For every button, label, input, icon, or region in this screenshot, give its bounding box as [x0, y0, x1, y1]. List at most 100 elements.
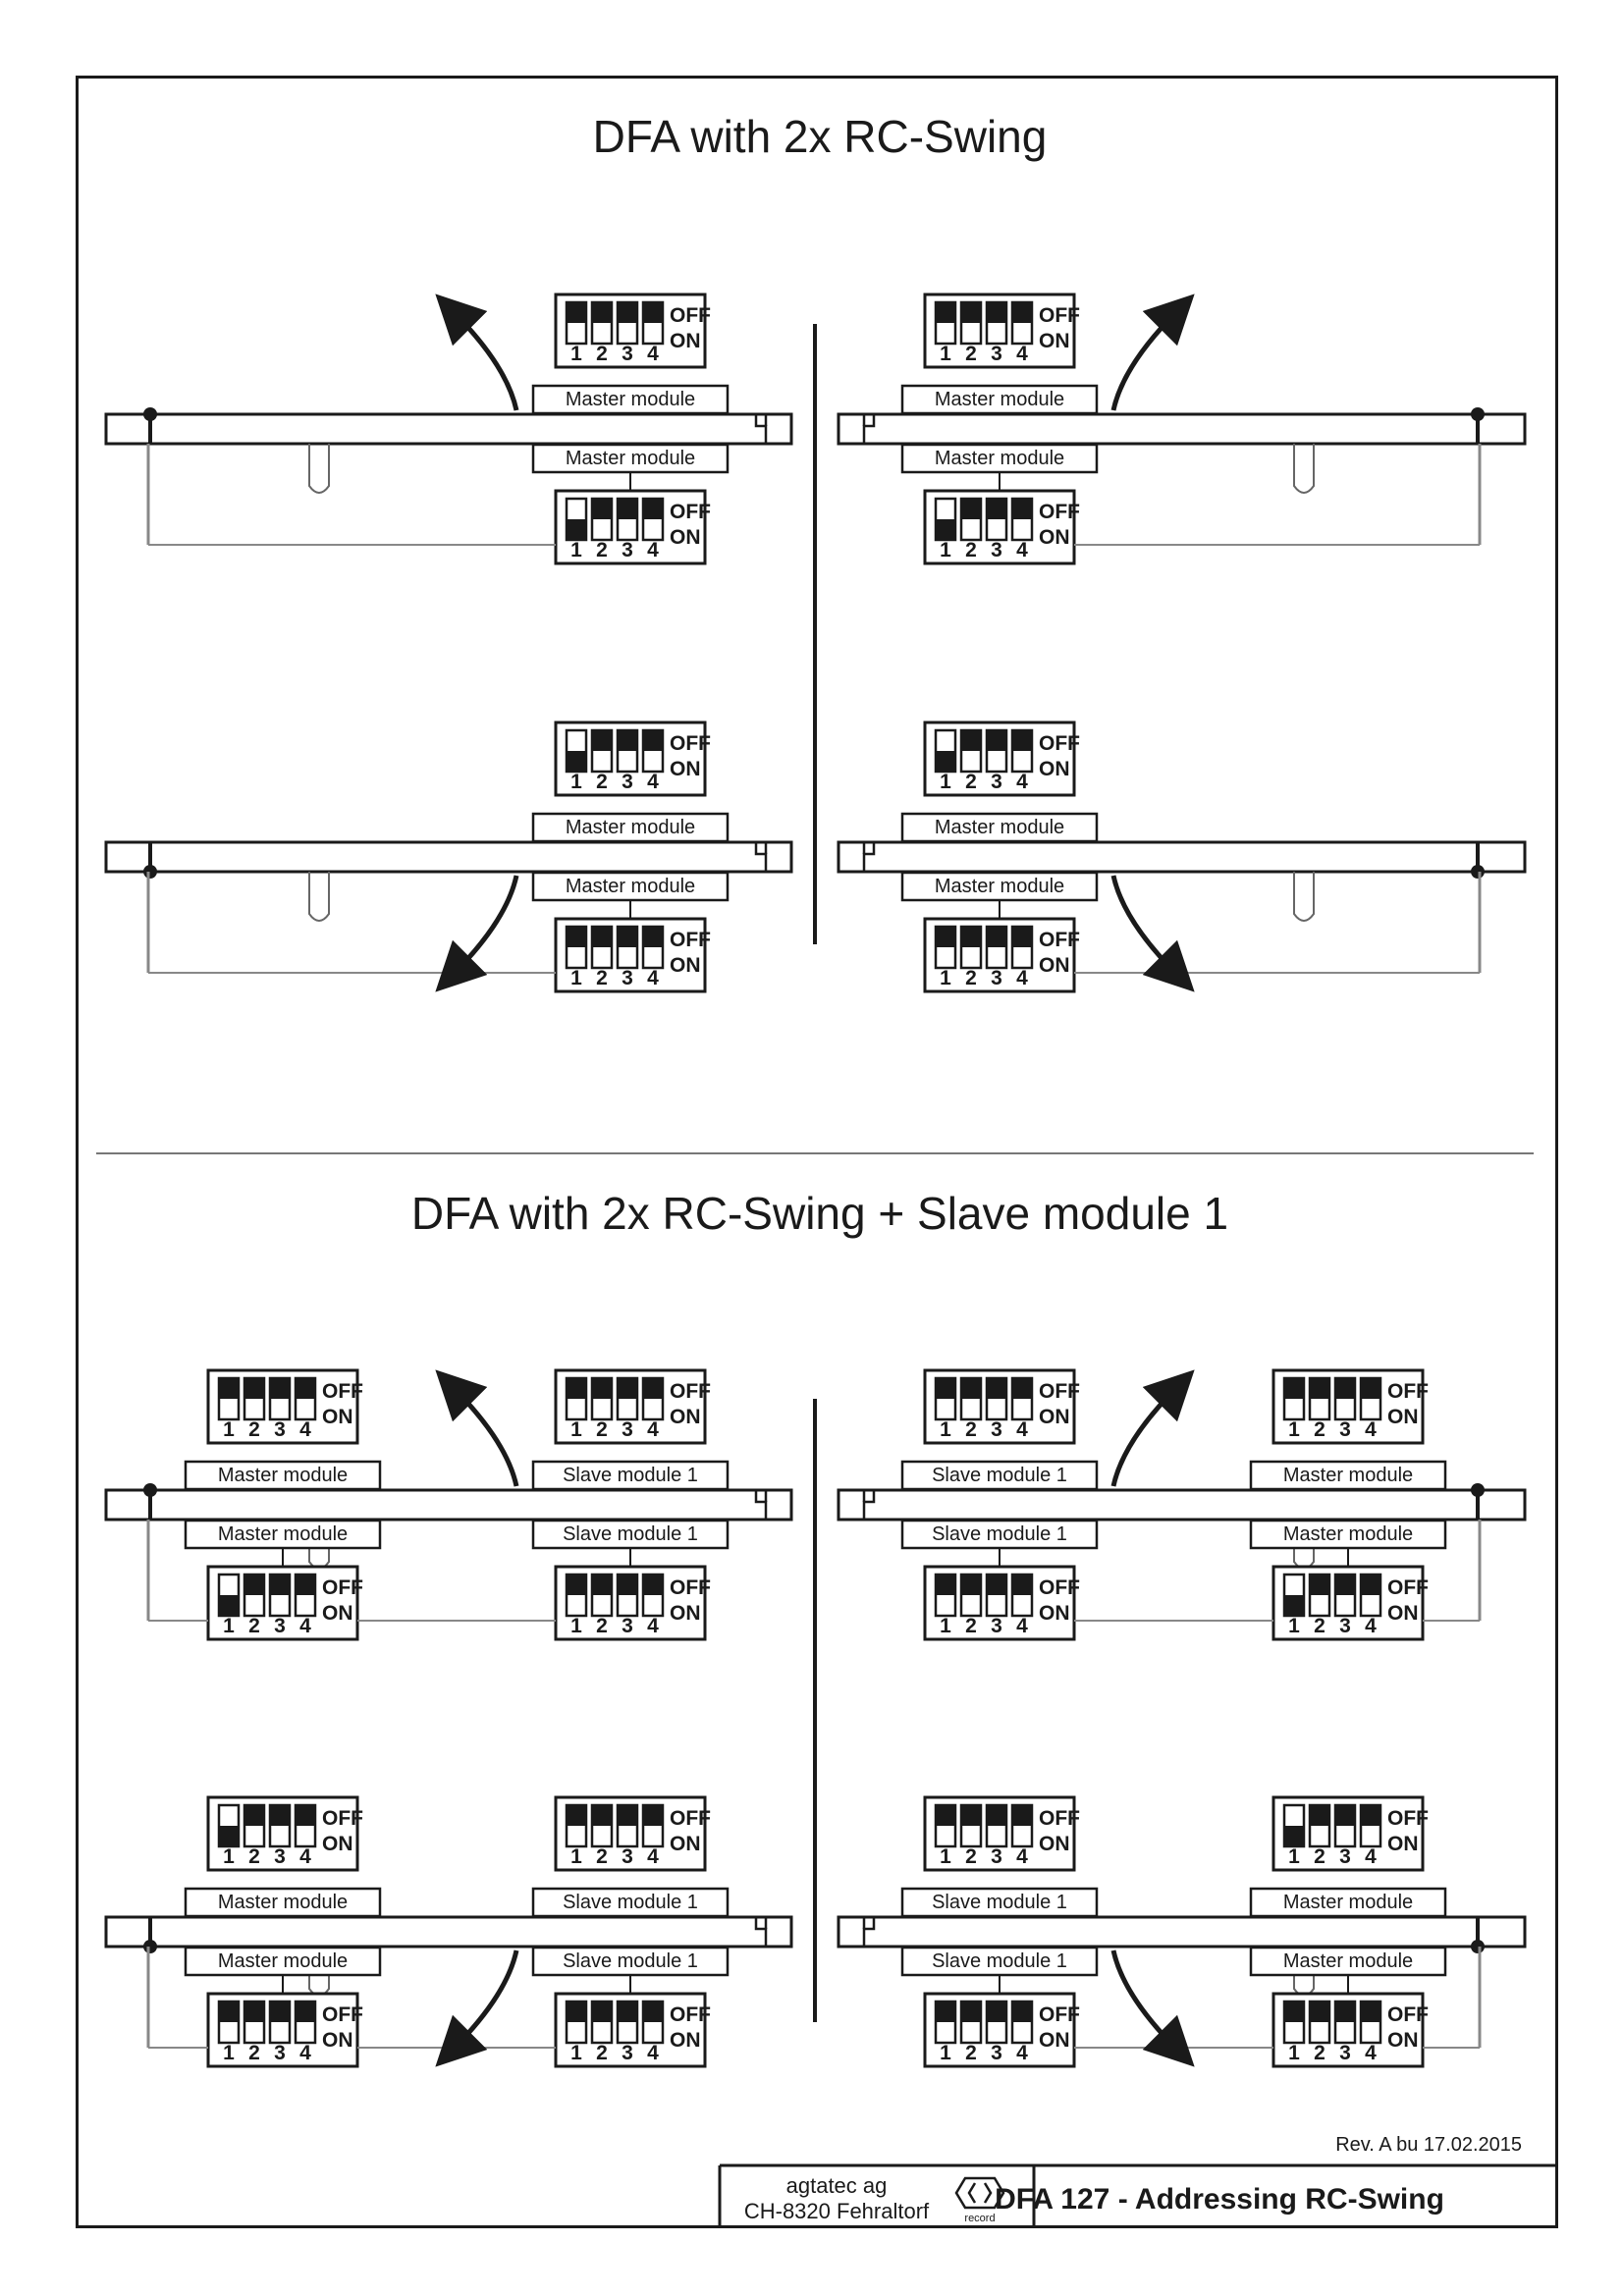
dip-off-label: OFF [670, 929, 711, 951]
dip-switch-lever [567, 2002, 586, 2022]
dip-switch-lever [1361, 2002, 1380, 2022]
dip-switch-number: 4 [647, 1615, 659, 1637]
door-handle [1293, 872, 1315, 922]
door-rail-notch [754, 414, 768, 444]
door-rail-notch [862, 1490, 876, 1520]
slave-module-label-bottom: Slave module 1 [563, 1950, 698, 1972]
dip-switch-number: 4 [1016, 1615, 1028, 1637]
dip-on-label: ON [670, 1833, 701, 1855]
dip-off-label: OFF [1039, 1576, 1080, 1599]
slave-module-label-top: Slave module 1 [563, 1465, 698, 1486]
dip-switch-lever [219, 2002, 239, 2022]
dip-switch-number: 1 [570, 967, 582, 989]
dip-switch-lever [270, 1378, 290, 1399]
dip-switch-number: 1 [1288, 1615, 1300, 1637]
door-rail-notch [754, 842, 768, 872]
dip-switch-number: 2 [965, 1845, 977, 1868]
dip-switch-lever [961, 2002, 981, 2022]
dip-switch-lever [1335, 1805, 1355, 1826]
dip-switch-lever [592, 1805, 612, 1826]
dip-switch-number: 1 [940, 1615, 951, 1637]
dip-switch-number: 2 [596, 1418, 608, 1441]
dip-switch-number: 1 [570, 343, 582, 365]
dip-switch-number: 2 [965, 539, 977, 561]
dip-switch-number: 4 [299, 1615, 311, 1637]
dip-switch-lever [296, 1805, 315, 1826]
master-module-label-top: Master module [566, 389, 695, 410]
logo-text: record [964, 2213, 995, 2224]
dip-switch-lever [270, 2002, 290, 2022]
dip-switch-lever [618, 1378, 637, 1399]
dip-on-label: ON [322, 1602, 353, 1625]
dip-switch-lever [936, 2002, 955, 2022]
record-logo: record [954, 2176, 1005, 2224]
dip-switch-number: 1 [940, 343, 951, 365]
open-direction-arrow [1110, 294, 1195, 411]
dip-switch-lever [592, 1378, 612, 1399]
dip-switch-number: 4 [1365, 1418, 1377, 1441]
module-label-box [531, 443, 730, 474]
dip-on-label: ON [1039, 526, 1070, 549]
module-label-box [900, 1519, 1099, 1550]
door-pivot-point [143, 407, 157, 421]
dip-switch-lever [1361, 1805, 1380, 1826]
door-pivot-point [143, 1483, 157, 1497]
dip-switch-lever [618, 1575, 637, 1595]
dip-switch-lever [643, 302, 663, 323]
dip-switch-lever [961, 1805, 981, 1826]
door-rail [104, 1488, 793, 1522]
dip-on-label: ON [1039, 1833, 1070, 1855]
dip-switch-number: 2 [248, 1418, 260, 1441]
dip-off-label: OFF [322, 1380, 363, 1403]
module-label-box [531, 1460, 730, 1491]
dip-switch-number: 2 [596, 967, 608, 989]
dip-switch-lever [1012, 730, 1032, 751]
dip-switch-lever [643, 499, 663, 519]
module-label-box [1249, 1946, 1447, 1977]
master-module-label-bottom: Master module [1283, 1950, 1413, 1972]
dip-switch-number: 3 [274, 2042, 286, 2064]
dip-switch-lever [244, 1575, 264, 1595]
slave-module-label-top: Slave module 1 [932, 1465, 1067, 1486]
slave-module-label-top: Slave module 1 [563, 1892, 698, 1913]
dip-switch-lever [592, 499, 612, 519]
dip-switch-number: 4 [1016, 343, 1028, 365]
dip-switch-number: 1 [1288, 2042, 1300, 2064]
dip-switch-lever [987, 1575, 1006, 1595]
dip-switch-number: 3 [1339, 1845, 1351, 1868]
dip-on-label: ON [670, 330, 701, 352]
master-module-label-bottom: Master module [566, 448, 695, 469]
dip-on-label: ON [1387, 1602, 1419, 1625]
dip-switch-lever [987, 927, 1006, 947]
dip-switch-lever [1012, 1575, 1032, 1595]
dip-switch-lever [1012, 1805, 1032, 1826]
module-label-box [184, 1519, 382, 1550]
dip-switch-number: 3 [991, 1615, 1002, 1637]
dip-switch-number: 2 [1314, 1418, 1325, 1441]
dip-switch-lever [643, 1805, 663, 1826]
dip-switch-number: 2 [596, 2042, 608, 2064]
dip-on-label: ON [1387, 1833, 1419, 1855]
module-label-box [900, 1460, 1099, 1491]
dip-switch-number: 2 [1314, 1845, 1325, 1868]
dip-switch-number: 3 [622, 967, 633, 989]
door-rail-notch [862, 1917, 876, 1947]
dip-switch-lever [244, 1378, 264, 1399]
dip-switch-lever [1310, 1805, 1329, 1826]
module-label-box [900, 443, 1099, 474]
dip-on-label: ON [1039, 1602, 1070, 1625]
